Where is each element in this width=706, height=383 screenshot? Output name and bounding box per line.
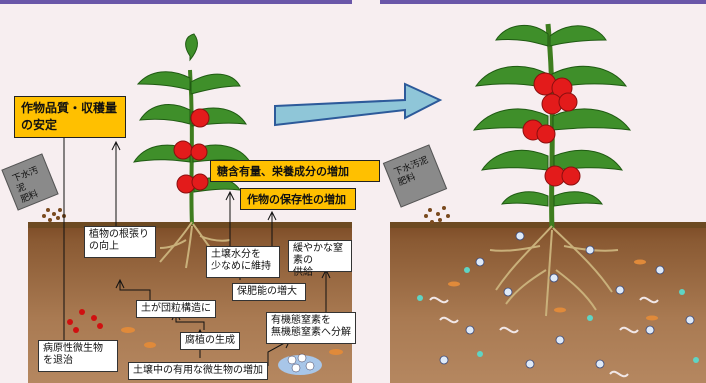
- box-slow-nitrogen: 緩やかな窒素の 供給: [288, 240, 352, 278]
- outcome-quality-yield: 作物品質・収穫量 の安定: [14, 96, 126, 138]
- earthworm-icon: [429, 296, 659, 378]
- box-humus-formation-text: 腐植の生成: [185, 335, 235, 346]
- pathogen-icon: [67, 309, 103, 333]
- outcome-sugar-nutrients: 糖含有量、栄養成分の増加: [210, 160, 380, 182]
- box-pathogen-control-text: 病原性微生物 を退治: [43, 343, 103, 366]
- box-humus-formation: 腐植の生成: [180, 332, 240, 350]
- box-root-growth: 植物の根張り の向上: [84, 226, 156, 258]
- box-fertility-retention: 保肥能の増大: [232, 283, 306, 301]
- outcome-storability: 作物の保存性の増加: [240, 188, 356, 210]
- box-nitrogen-decomposition-text: 有機態窒素を 無機態窒素へ分解: [271, 315, 351, 338]
- left-tomato-plant-icon: [132, 33, 252, 269]
- box-root-growth-text: 植物の根張り の向上: [89, 229, 149, 252]
- transition-arrow-icon: [274, 82, 443, 127]
- outcome-storability-text: 作物の保存性の増加: [247, 193, 346, 206]
- box-soil-aggregate: 土が団粒構造に: [136, 300, 216, 318]
- left-microbe-icon: [121, 327, 343, 355]
- right-nitrogen-icon: [439, 231, 695, 369]
- box-soil-aggregate-text: 土が団粒構造に: [141, 303, 211, 314]
- right-tomato-plant-icon: [472, 23, 632, 317]
- box-beneficial-microbes-text: 土壌中の有用な微生物の増加: [133, 365, 263, 376]
- left-bag-label: 下水汚泥 肥料: [11, 165, 41, 206]
- outcome-quality-yield-text: 作物品質・収穫量 の安定: [21, 101, 118, 132]
- left-nitrogen-cluster-icon: [278, 353, 322, 375]
- box-pathogen-control: 病原性微生物 を退治: [38, 340, 118, 372]
- right-panel-border: [380, 0, 706, 4]
- left-panel-border: [0, 0, 352, 4]
- right-organic-matter-icon: [448, 259, 658, 321]
- outcome-sugar-nutrients-text: 糖含有量、栄養成分の増加: [217, 165, 349, 178]
- left-fertilizer-pellets-icon: [42, 208, 66, 222]
- box-soil-moisture-text: 土壌水分を 少なめに維持: [211, 249, 271, 272]
- box-slow-nitrogen-text: 緩やかな窒素の 供給: [293, 243, 343, 278]
- right-fertilizer-pellets-icon: [424, 206, 450, 224]
- box-soil-moisture: 土壌水分を 少なめに維持: [206, 246, 280, 278]
- right-bag-label: 下水汚泥 肥料: [392, 155, 430, 189]
- box-fertility-retention-text: 保肥能の増大: [237, 286, 297, 297]
- box-beneficial-microbes: 土壌中の有用な微生物の増加: [128, 362, 268, 380]
- box-nitrogen-decomposition: 有機態窒素を 無機態窒素へ分解: [266, 312, 356, 344]
- right-microbe-icon: [417, 267, 699, 363]
